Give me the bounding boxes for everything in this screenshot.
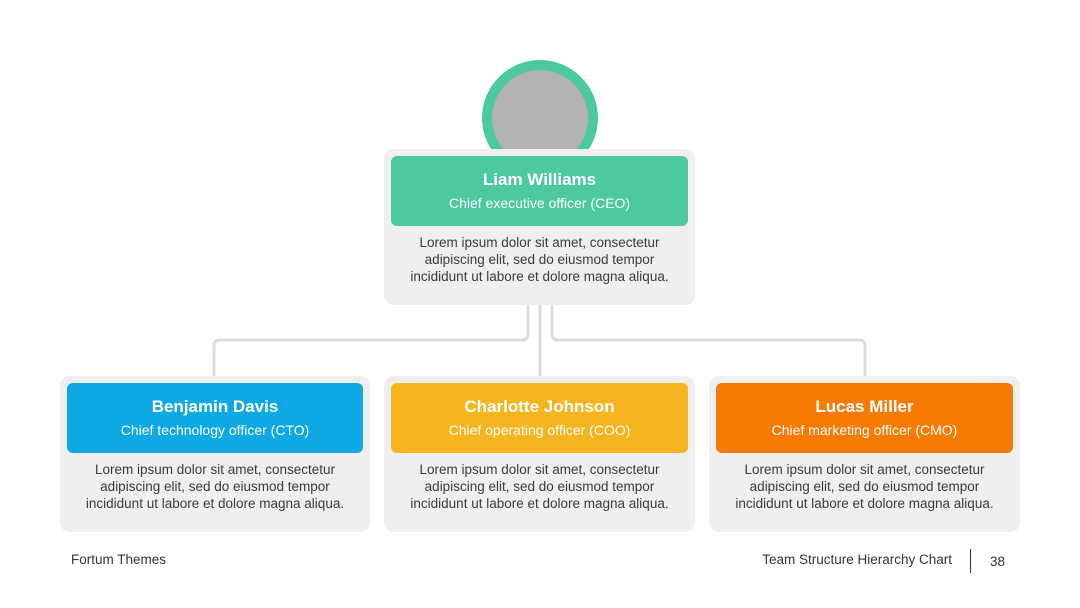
page-number: 38 <box>990 554 1006 569</box>
cmo-card: Lucas Miller Chief marketing officer (CM… <box>709 376 1020 532</box>
ceo-description: Lorem ipsum dolor sit amet, consectetur … <box>410 235 669 284</box>
coo-description: Lorem ipsum dolor sit amet, consectetur … <box>410 462 669 511</box>
cmo-description: Lorem ipsum dolor sit amet, consectetur … <box>735 462 994 511</box>
coo-card-header: Charlotte Johnson Chief operating office… <box>391 383 688 453</box>
coo-name: Charlotte Johnson <box>464 397 615 416</box>
connector-ceo-cmo <box>550 305 867 377</box>
cmo-role: Chief marketing officer (CMO) <box>771 422 958 438</box>
cto-role: Chief technology officer (CTO) <box>120 422 310 438</box>
connector-ceo-cto <box>212 305 530 377</box>
coo-role: Chief operating officer (COO) <box>448 422 631 438</box>
ceo-name: Liam Williams <box>482 170 597 189</box>
ceo-card: Liam Williams Chief executive officer (C… <box>384 149 695 305</box>
cto-card-header: Benjamin Davis Chief technology officer … <box>67 383 363 453</box>
cto-description: Lorem ipsum dolor sit amet, consectetur … <box>85 462 345 511</box>
cmo-name: Lucas Miller <box>815 397 914 416</box>
footer-divider <box>970 549 971 573</box>
cto-name: Benjamin Davis <box>151 397 279 416</box>
coo-card: Charlotte Johnson Chief operating office… <box>384 376 695 532</box>
cto-card: Benjamin Davis Chief technology officer … <box>60 376 370 532</box>
footer-brand: Fortum Themes <box>71 552 167 567</box>
ceo-role: Chief executive officer (CEO) <box>448 195 631 211</box>
ceo-card-header: Liam Williams Chief executive officer (C… <box>391 156 688 226</box>
cmo-card-header: Lucas Miller Chief marketing officer (CM… <box>716 383 1013 453</box>
footer-title: Team Structure Hierarchy Chart <box>762 552 952 567</box>
